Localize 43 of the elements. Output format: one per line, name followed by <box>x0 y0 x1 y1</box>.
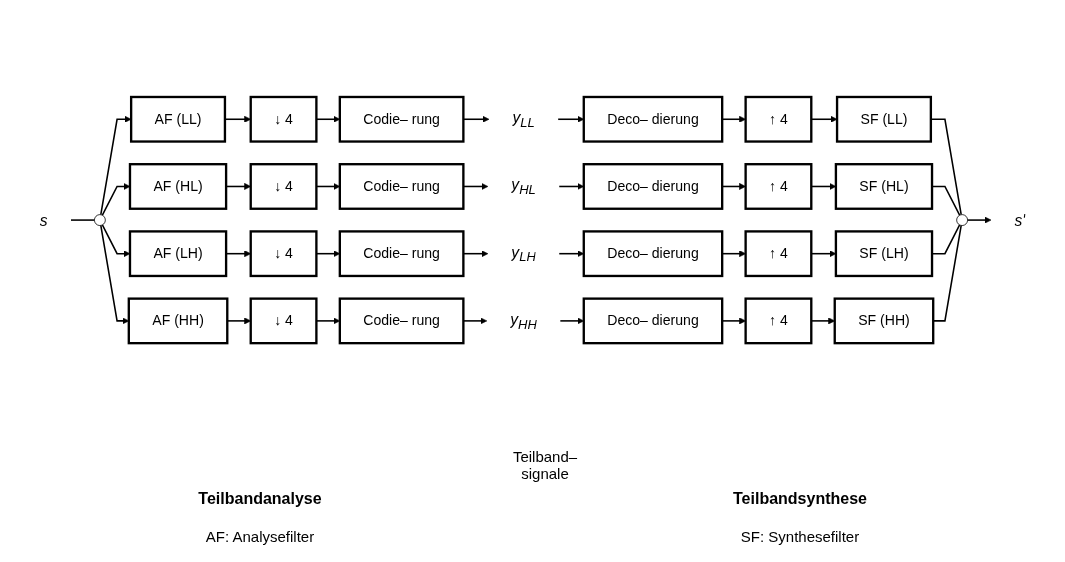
signal-label: Teilband– signale <box>511 448 579 482</box>
node-box: ↓ 4 <box>249 95 318 143</box>
node-circle <box>956 214 968 226</box>
node-box: Codie– rung <box>338 95 465 143</box>
arrow <box>100 115 132 216</box>
node-text: s <box>39 211 48 229</box>
connector <box>930 118 962 216</box>
section-heading: Teilbandanalyse <box>197 490 323 508</box>
node-box: AF (LH) <box>128 230 228 278</box>
node-box: Deco– dierung <box>582 297 724 345</box>
node-box: AF (HH) <box>127 297 229 345</box>
node-box: ↓ 4 <box>249 297 318 345</box>
node-box: Deco– dierung <box>582 230 724 278</box>
node-box: ↑ 4 <box>744 297 813 345</box>
legend-note: AF: Analysefilter <box>204 528 316 545</box>
node-box: Deco– dierung <box>582 162 724 210</box>
node-text: y$_{HL}$ <box>511 176 536 198</box>
node-box: ↑ 4 <box>744 162 813 210</box>
node-box: ↓ 4 <box>249 230 318 278</box>
connector <box>70 219 96 221</box>
node-text: y$_{LH}$ <box>511 243 536 265</box>
node-circle <box>94 214 106 226</box>
node-box: SF (LH) <box>834 230 934 278</box>
node-box: ↓ 4 <box>249 162 318 210</box>
node-box: SF (HH) <box>833 297 935 345</box>
node-box: Codie– rung <box>338 162 465 210</box>
section-heading: Teilbandsynthese <box>732 490 868 508</box>
node-text: s' <box>1014 211 1026 229</box>
node-box: SF (HL) <box>834 162 934 210</box>
connector <box>932 224 962 322</box>
node-box: ↑ 4 <box>744 95 813 143</box>
arrow <box>966 216 992 224</box>
legend-note: SF: Synthesefilter <box>739 528 861 545</box>
arrow <box>100 224 130 325</box>
node-box: Codie– rung <box>338 230 465 278</box>
node-box: Codie– rung <box>338 297 465 345</box>
node-box: AF (LL) <box>129 95 227 143</box>
node-box: AF (HL) <box>128 162 228 210</box>
node-box: ↑ 4 <box>744 230 813 278</box>
node-box: Deco– dierung <box>582 95 724 143</box>
node-text: y$_{LL}$ <box>512 109 535 131</box>
node-text: y$_{HH}$ <box>510 310 537 332</box>
node-box: SF (LL) <box>835 95 933 143</box>
